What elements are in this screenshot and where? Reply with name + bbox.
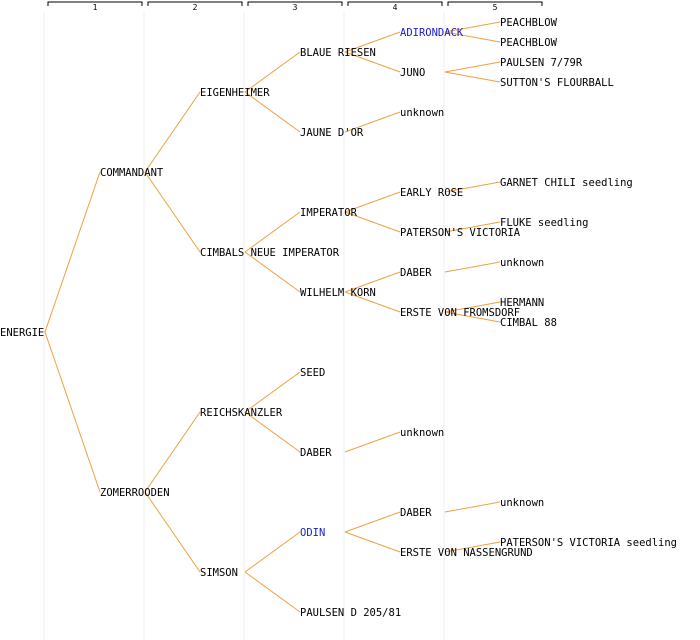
pedigree-node-label: PAULSEN 7/79R [500,57,583,69]
generation-bracket [147,1,243,6]
generation-bracket [447,1,543,6]
generation-number: 5 [493,3,498,12]
pedigree-node-label: SUTTON'S FLOURBALL [500,77,614,89]
pedigree-labels: ENERGIE COMMANDANT EIGENHEIMER BLAUE RIESEN… [0,17,677,619]
generation-columns: 1 2 3 4 5 [43,1,543,640]
pedigree-edge [344,431,401,453]
generation-bracket [347,1,443,6]
pedigree-edges [44,21,501,613]
pedigree-node-label: BLAUE RIESEN [300,47,376,59]
pedigree-node-label: EARLY ROSE [400,187,463,199]
pedigree-edge [144,91,201,173]
pedigree-edge [344,31,401,53]
pedigree-node-label: FLUKE seedling [500,217,589,229]
pedigree-edge [144,411,201,493]
pedigree-edge [444,181,501,193]
pedigree-node-label: JUNO [400,67,425,79]
pedigree-edge [244,51,301,93]
generation-number: 3 [293,3,298,12]
pedigree-node-label: unknown [500,497,544,509]
pedigree-edge [244,531,301,573]
pedigree-node-label: PEACHBLOW [500,17,558,29]
pedigree-edge [344,51,401,73]
pedigree-edge [444,21,501,33]
pedigree-node-label: ERSTE VON FROMSDORF [400,307,520,319]
pedigree-node-label: PATERSON'S VICTORIA seedling [500,537,677,549]
pedigree-node-label: PATERSON'S VICTORIA [400,227,521,239]
pedigree-edge [244,571,301,613]
pedigree-edge [344,291,401,313]
pedigree-node-label: ZOMERROODEN [100,487,170,499]
generation-number: 2 [193,3,198,12]
pedigree-node-label: COMMANDANT [100,167,164,179]
pedigree-edge [444,541,501,553]
pedigree-node-label: PAULSEN D 205/81 [300,607,401,619]
pedigree-edge [444,301,501,313]
pedigree-node-label: REICHSKANZLER [200,407,283,419]
generation-bracket [47,1,143,6]
pedigree-edge [144,171,201,253]
pedigree-edge [444,311,501,323]
pedigree-edge [244,91,301,133]
pedigree-node-label: DABER [300,447,332,459]
pedigree-edge [244,251,301,293]
pedigree-edge [344,271,401,293]
pedigree-edge [444,31,501,43]
pedigree-edge [244,411,301,453]
pedigree-node-label: SIMSON [200,567,238,579]
generation-number: 4 [393,3,398,12]
pedigree-edge [244,371,301,413]
pedigree-node-label: ERSTE VON NASSENGRUND [400,547,533,559]
pedigree-edge [344,191,401,213]
pedigree-edge [444,61,501,73]
generation-number: 1 [93,3,98,12]
pedigree-edge [444,221,501,233]
pedigree-node-label: WILHELM KORN [300,287,376,299]
pedigree-edge [244,211,301,253]
pedigree-edge [44,171,101,333]
pedigree-node-label: DABER [400,507,432,519]
pedigree-node-label: ADIRONDACK [400,27,464,39]
pedigree-edge [344,211,401,233]
pedigree-edge [344,111,401,133]
pedigree-edge [344,511,401,533]
pedigree-node-label: EIGENHEIMER [200,87,270,99]
pedigree-node-label: GARNET CHILI seedling [500,177,633,189]
pedigree-node-label: DABER [400,267,432,279]
pedigree-edge [444,71,501,83]
pedigree-node-label: HERMANN [500,297,544,309]
pedigree-node-label: SEED [300,367,325,379]
generation-bracket [247,1,343,6]
pedigree-node-label: ENERGIE [0,327,44,339]
pedigree-edge [144,491,201,573]
pedigree-node-label: JAUNE D'OR [300,127,364,139]
pedigree-node-label: unknown [500,257,544,269]
pedigree-edge [444,261,501,273]
pedigree-node-label: unknown [400,107,444,119]
pedigree-node-label: unknown [400,427,444,439]
pedigree-node-label: CIMBAL 88 [500,317,557,329]
pedigree-edge [344,531,401,553]
pedigree-edge [44,331,101,493]
pedigree-node-label: PEACHBLOW [500,37,558,49]
pedigree-node-label: CIMBALS NEUE IMPERATOR [200,247,340,259]
pedigree-node-label: ODIN [300,527,325,539]
pedigree-edge [444,501,501,513]
pedigree-node-label: IMPERATOR [300,207,358,219]
